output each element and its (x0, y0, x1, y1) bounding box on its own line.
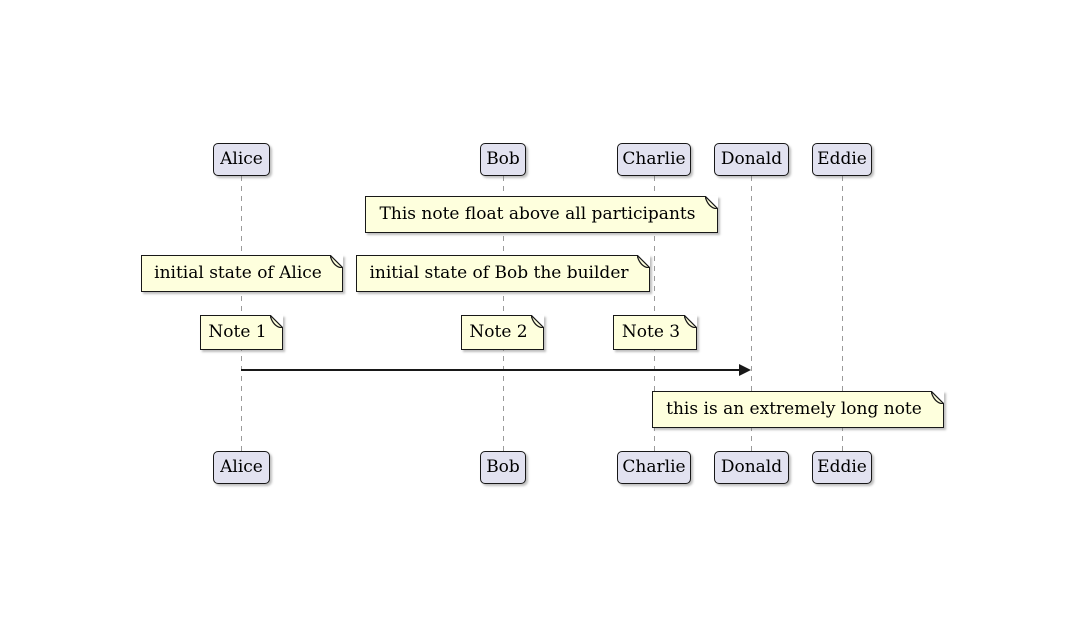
participant-label: Donald (720, 149, 783, 169)
participant-bob-bottom: Bob (480, 451, 526, 484)
lifeline-alice (241, 176, 242, 451)
participant-label: Donald (720, 457, 783, 477)
note-floating: This note float above all participants (365, 196, 718, 233)
note-text: Note 2 (469, 322, 528, 342)
note-initial-alice: initial state of Alice (141, 255, 343, 292)
note-text: this is an extremely long note (666, 399, 922, 419)
note-fold-icon (684, 315, 697, 328)
participant-label: Eddie (817, 149, 867, 169)
note-fold-icon (270, 315, 283, 328)
note-fold-icon (637, 255, 650, 268)
note-fold-icon (705, 196, 718, 209)
participant-label: Charlie (622, 149, 686, 169)
note-fold-icon (931, 391, 944, 404)
participant-donald-top: Donald (714, 143, 789, 176)
note-2: Note 2 (461, 315, 544, 350)
participant-label: Eddie (817, 457, 867, 477)
lifeline-bob (503, 176, 504, 451)
note-1: Note 1 (200, 315, 283, 350)
participant-bob-top: Bob (480, 143, 526, 176)
message-arrow-line (241, 369, 740, 371)
note-3: Note 3 (613, 315, 697, 350)
participant-label: Alice (220, 457, 263, 477)
participant-label: Alice (220, 149, 263, 169)
note-fold-icon (330, 255, 343, 268)
note-text: This note float above all participants (379, 204, 696, 224)
participant-alice-top: Alice (213, 143, 270, 176)
participant-eddie-top: Eddie (812, 143, 872, 176)
participant-charlie-top: Charlie (617, 143, 691, 176)
note-text: Note 1 (208, 322, 267, 342)
participant-charlie-bottom: Charlie (617, 451, 691, 484)
lifeline-donald (751, 176, 752, 451)
participant-alice-bottom: Alice (213, 451, 270, 484)
note-text: Note 3 (621, 322, 681, 342)
message-arrowhead-icon (739, 364, 751, 376)
participant-eddie-bottom: Eddie (812, 451, 872, 484)
note-fold-icon (531, 315, 544, 328)
note-text: initial state of Bob the builder (369, 263, 629, 283)
lifeline-eddie (842, 176, 843, 451)
note-text: initial state of Alice (154, 263, 322, 283)
lifeline-charlie (654, 176, 655, 451)
participant-label: Bob (486, 149, 520, 169)
participant-label: Charlie (622, 457, 686, 477)
participant-donald-bottom: Donald (714, 451, 789, 484)
note-extremely-long: this is an extremely long note (652, 391, 944, 428)
note-initial-bob: initial state of Bob the builder (356, 255, 650, 292)
participant-label: Bob (486, 457, 520, 477)
